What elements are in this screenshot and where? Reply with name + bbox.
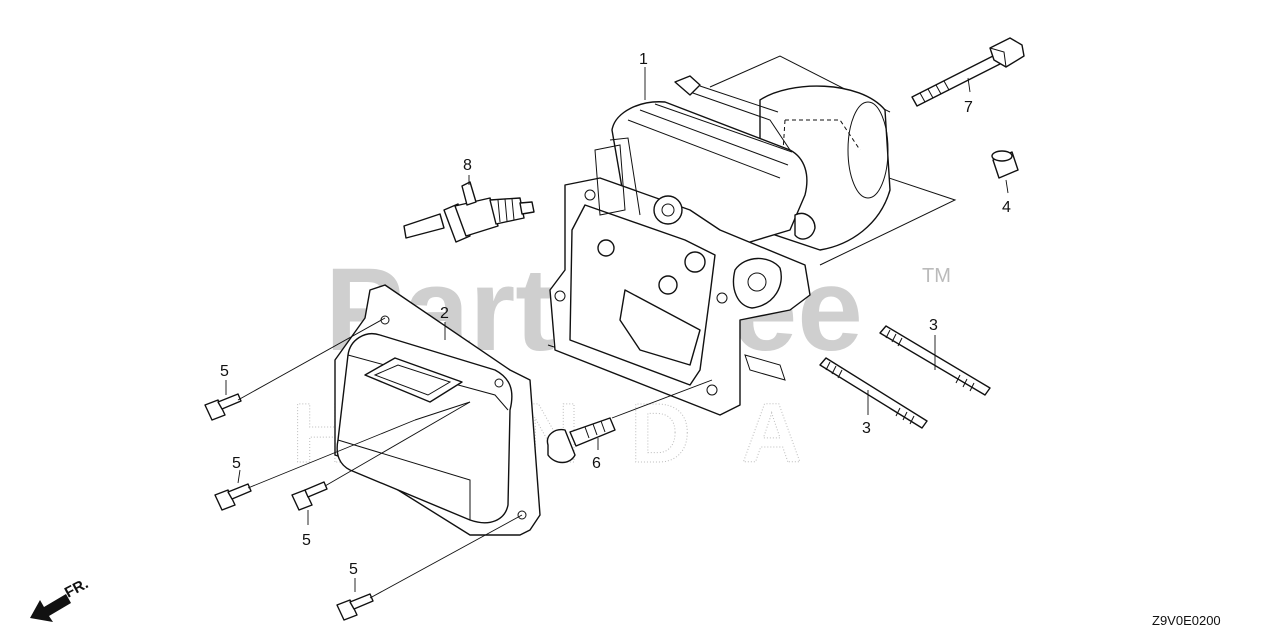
head-flange-bolt[interactable] xyxy=(546,417,616,464)
front-direction-indicator: FR. xyxy=(30,575,91,622)
front-arrow-icon xyxy=(30,594,71,622)
cover-bolt-middle-left[interactable] xyxy=(214,483,252,511)
callout-8: 8 xyxy=(463,157,472,174)
cylinder-head[interactable] xyxy=(547,55,957,416)
diagram-code: Z9V0E0200 xyxy=(1152,613,1221,628)
callout-7: 7 xyxy=(964,99,973,116)
callout-3-upper: 3 xyxy=(929,317,938,334)
leader-lines xyxy=(225,67,1009,599)
trademark-mark: TM xyxy=(922,265,951,287)
callout-labels: 1 2 3 3 4 5 5 5 5 6 7 8 xyxy=(220,51,1011,578)
cover-bolt-upper-left[interactable] xyxy=(204,393,242,421)
cover-bolt-middle-right[interactable] xyxy=(291,481,328,511)
callout-5-bottom: 5 xyxy=(349,561,358,578)
callout-4: 4 xyxy=(1002,199,1011,216)
cover-bolt-bottom[interactable] xyxy=(336,593,374,621)
flange-bolt-long[interactable] xyxy=(911,37,1025,107)
spark-plug[interactable] xyxy=(403,181,535,243)
callout-3-lower: 3 xyxy=(862,420,871,437)
callout-5-upper-left: 5 xyxy=(220,363,229,380)
stud-bolt-lower[interactable] xyxy=(819,357,928,429)
dowel-pin[interactable] xyxy=(991,150,1019,179)
callout-5-middle-right: 5 xyxy=(302,532,311,549)
callout-1: 1 xyxy=(639,51,648,68)
callout-6: 6 xyxy=(592,455,601,472)
callout-5-middle-left: 5 xyxy=(232,455,241,472)
callout-2: 2 xyxy=(440,305,449,322)
